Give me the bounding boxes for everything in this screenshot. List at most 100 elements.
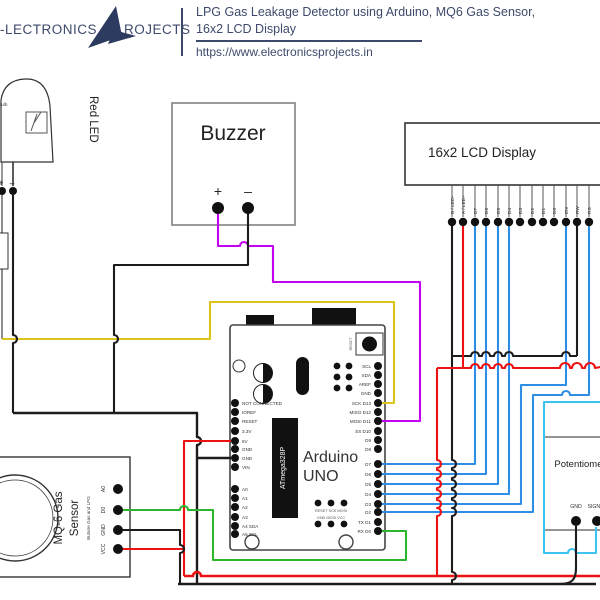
lcd-pin-label: D3: [518, 208, 524, 214]
arduino-pin-SDA: [374, 371, 382, 379]
lcd-pin-D6: [481, 217, 491, 227]
wire-black-lcd-gnd-down: [450, 226, 458, 584]
reset-button[interactable]: [362, 336, 377, 352]
lcd-pin-A / LED+: [458, 217, 468, 227]
atmega-chip: [272, 418, 298, 518]
led-pin-label: –: [9, 178, 14, 188]
icsp-label-row1: RESET SCK MOSI: [315, 509, 347, 513]
wire-blue-d7: [381, 226, 477, 466]
arduino-pin-GND-6: [231, 454, 239, 462]
arduino-pin-label: NOT CONNECTED: [242, 401, 283, 406]
icsp-label-row2: GND MOSI VCC: [317, 516, 346, 520]
arduino-pin-D7: [374, 460, 382, 468]
arduino-pin-label: GND: [242, 456, 253, 461]
lcd-pin-label: EN: [564, 207, 570, 214]
arduino-pin-label: SCK D13: [352, 401, 372, 406]
lcd-pin-RS: [584, 217, 594, 227]
arduino-pin-label: D5: [365, 482, 371, 487]
arduino-pin-label: RX D0: [357, 529, 371, 534]
arduino-pin-label: MISO D12: [350, 410, 372, 415]
wire-purple-d11-buzzer: [216, 212, 422, 423]
arduino-pin-A0: [231, 485, 239, 493]
arduino-pin-D3: [374, 500, 382, 508]
arduino-pin-A1: [231, 494, 239, 502]
wire-red-lcd-vert-rail: [435, 368, 443, 576]
arduino-pin-label: SDA: [362, 373, 372, 378]
arduino-pin-label: VIN: [242, 465, 250, 470]
pot-pin-GND: [571, 516, 581, 526]
arduino-pin-label: A4 SDA: [242, 524, 259, 529]
lcd-pin-label: D1: [541, 208, 547, 214]
arduino-pin-label: SS D10: [355, 429, 371, 434]
wire-blue-d6: [381, 226, 488, 476]
arduino-pin-label: D7: [365, 462, 371, 467]
mq6-pin-A0: [113, 484, 123, 494]
icsp-bottom-pin: [340, 499, 348, 507]
lcd-pin-D3: [515, 217, 525, 227]
arduino-pin-label: AREF: [359, 382, 371, 387]
arduino-pin-A5 SCL: [231, 530, 239, 538]
wire-blue-d2-rs: [381, 226, 591, 514]
lcd-pin-label: D5: [496, 208, 502, 214]
led-bulb-label: LED Bulb: [0, 102, 8, 107]
arduino-pin-RESET-2: [231, 417, 239, 425]
pot-pin-label: SIGNAL: [587, 504, 600, 510]
led-pin-pos: [0, 187, 6, 195]
icsp-bottom-pin: [314, 520, 322, 528]
wire-blue-d4: [381, 226, 511, 496]
wire-red-rail: [184, 570, 600, 578]
lcd-pin-RW: [572, 217, 582, 227]
arduino-pin-label: D4: [365, 492, 371, 497]
lcd-pin-label: RW: [575, 206, 581, 214]
mq6-pin-VCC: [113, 544, 123, 554]
arduino-pin-TX D1: [374, 518, 382, 526]
arduino-pin-label: A1: [242, 496, 248, 501]
arduino-pin-label: IOREF: [242, 410, 256, 415]
header-divider: [181, 8, 183, 56]
mq6-subtitle: Butane Gas and LPG: [86, 496, 91, 540]
lcd-pin-D2: [527, 217, 537, 227]
icsp-top-pin: [333, 384, 341, 392]
logo-text-left: -LECTRONICS: [0, 22, 98, 37]
arduino-pin-MISO D12: [374, 408, 382, 416]
arduino-pin-label: GND: [361, 391, 372, 396]
arduino-pin-NOT CONNECTED-0: [231, 399, 239, 407]
arduino-pin-label: D3: [365, 502, 371, 507]
arduino-pin-label: 5V: [242, 439, 249, 444]
arduino-pin-VIN-7: [231, 463, 239, 471]
arduino-label-line1: Arduino: [303, 449, 358, 466]
icsp-bottom-pin: [340, 520, 348, 528]
arduino-pin-label: A2: [242, 505, 248, 510]
buzzer-pin-neg: [242, 202, 254, 214]
arduino-pin-label: GND: [242, 447, 253, 452]
lcd-pin-D1: [538, 217, 548, 227]
arduino-pin-D4: [374, 490, 382, 498]
arduino-pin-label: A0: [242, 487, 248, 492]
wire-blue-d3-en: [381, 226, 568, 506]
arduino-pin-D9: [374, 436, 382, 444]
pot-pin-SIGNAL: [592, 516, 600, 526]
lcd-component: 16x2 LCD Display: [404, 122, 600, 186]
arduino-pin-SCL: [374, 362, 382, 370]
arduino-pin-label: D6: [365, 472, 371, 477]
pot-pin-label: GND: [570, 504, 582, 510]
arduino-pin-RX D0: [374, 527, 382, 535]
arduino-pin-SS D10: [374, 427, 382, 435]
wire-black-buzzer-neg: [112, 212, 250, 413]
arduino-pin-label: RESET: [242, 419, 258, 424]
buzzer-pin-label: +: [214, 183, 222, 199]
reset-button-label: RESET: [349, 337, 353, 350]
wire-black-pot-gnd: [557, 526, 578, 586]
arduino-pin-label: A5 SCL: [242, 532, 258, 537]
website-url-link[interactable]: https://www.electronicsprojects.in: [196, 45, 373, 59]
icsp-bottom-pin: [314, 499, 322, 507]
arduino-pin-5V-4: [231, 437, 239, 445]
page-title-line2: 16x2 LCD Display: [196, 22, 297, 36]
led-pin-label: +: [0, 178, 4, 188]
crystal-oscillator: [296, 357, 309, 395]
arduino-pin-D6: [374, 470, 382, 478]
lcd-pin-D5: [493, 217, 503, 227]
mq6-label-line1: MQ-6 Gas: [53, 491, 65, 544]
arduino-pin-D5: [374, 480, 382, 488]
